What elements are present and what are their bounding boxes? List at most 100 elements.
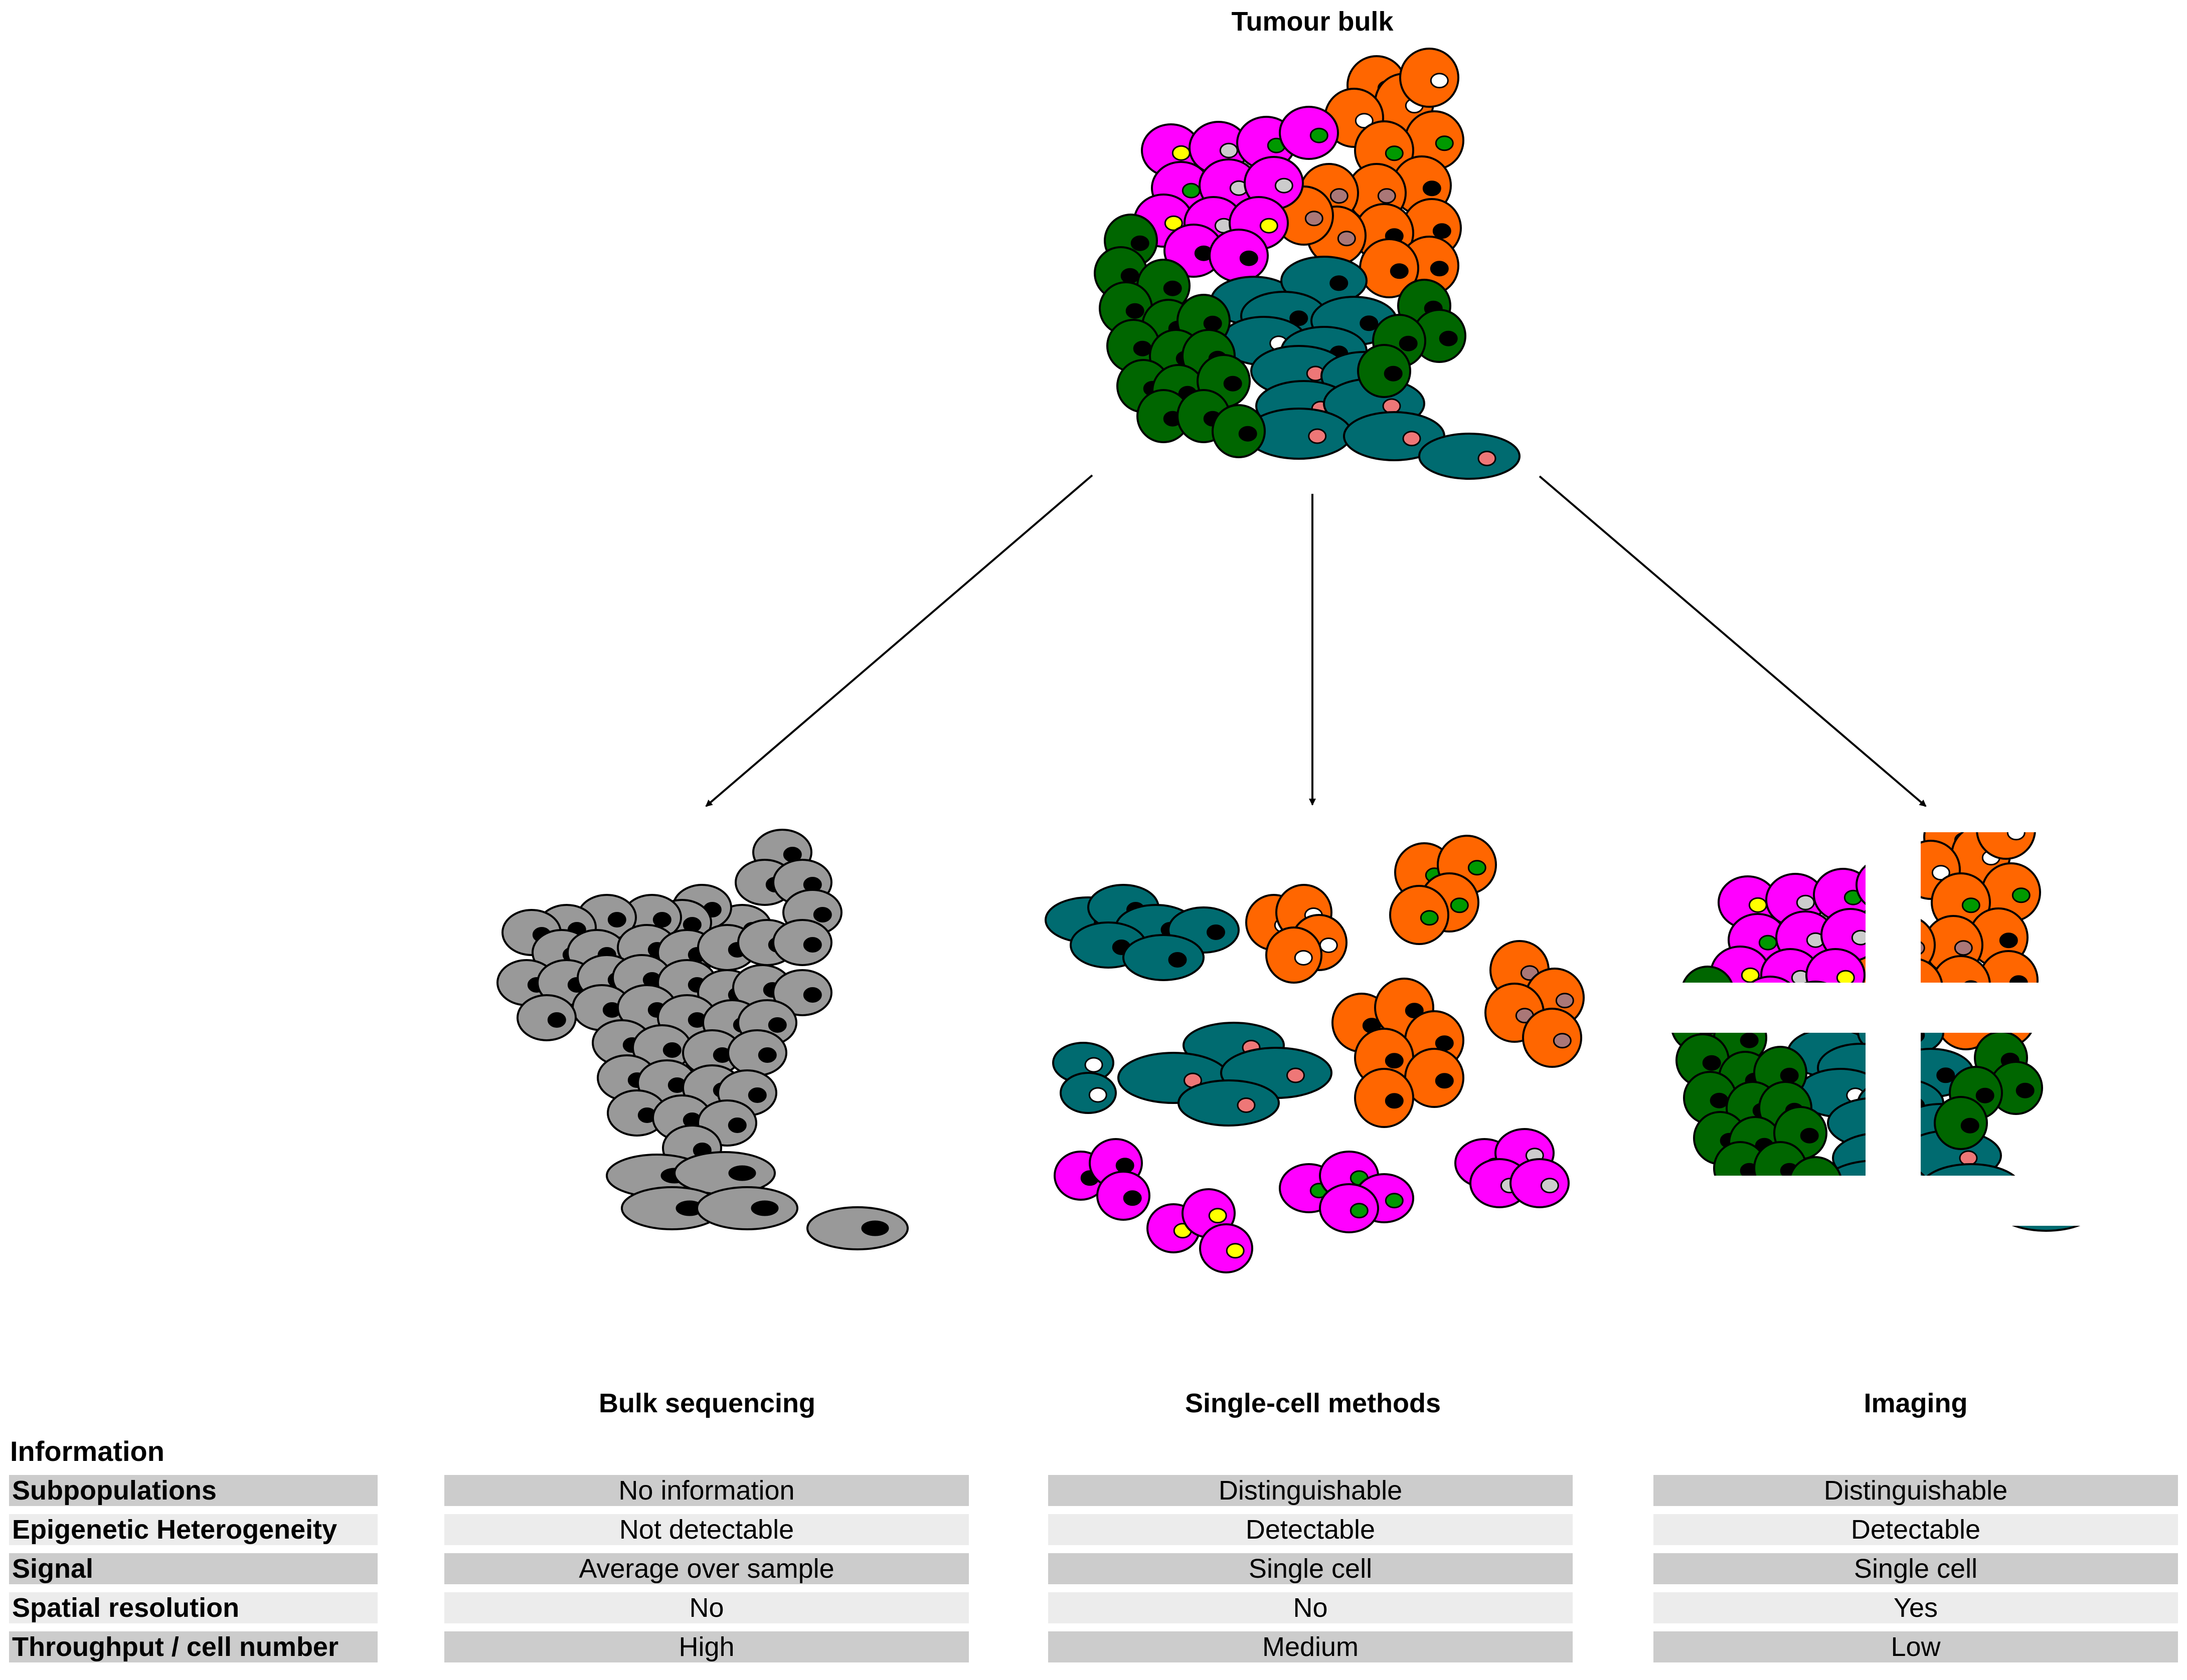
bulk-sequencing-cluster xyxy=(496,829,909,1250)
cell-icon xyxy=(1976,832,2036,860)
cell-icon xyxy=(1357,344,1411,398)
cell-icon xyxy=(1682,966,1733,983)
cell-icon xyxy=(1786,982,1844,1034)
row-label-throughput: Throughput / cell number xyxy=(9,1631,378,1662)
cell-bulk-spatial: No xyxy=(444,1592,969,1623)
cell-icon xyxy=(1786,982,1844,1034)
cell-icon xyxy=(696,1186,798,1230)
arrow-to-bulk xyxy=(705,474,1093,807)
cell-icon xyxy=(772,919,832,966)
imaging-panel xyxy=(1682,864,2096,1231)
cell-icon xyxy=(1412,309,1466,363)
row-label-epigenetic-heterogeneity: Epigenetic Heterogeneity xyxy=(9,1514,378,1545)
cell-icon xyxy=(1741,977,1799,1029)
cell-icon xyxy=(1805,948,1866,983)
cell-imaging-throughput: Low xyxy=(1653,1631,2178,1662)
cell-icon xyxy=(1926,1163,2015,1176)
imaging-panel xyxy=(1671,977,2096,1231)
cell-icon xyxy=(517,994,577,1041)
imaging-title: Imaging xyxy=(1864,1388,1968,1418)
cell-icon xyxy=(1279,106,1339,160)
cell-icon xyxy=(1343,411,1445,461)
cell-icon xyxy=(1404,110,1464,170)
cell-icon xyxy=(1804,981,1827,983)
cell-icon xyxy=(1827,1097,1866,1149)
cell-icon xyxy=(1399,48,1459,108)
cell-icon xyxy=(1136,389,1191,443)
cell-icon xyxy=(1199,1223,1253,1273)
imaging-cluster xyxy=(1671,832,2096,1232)
row-label-subpopulations: Subpopulations xyxy=(9,1475,378,1506)
cell-icon xyxy=(1522,1008,1582,1068)
cell-single-epigenetic: Detectable xyxy=(1048,1514,1573,1545)
cell-icon xyxy=(1404,1048,1464,1108)
cell-icon xyxy=(1921,1171,1925,1176)
cell-icon xyxy=(1244,156,1304,210)
cell-single-spatial: No xyxy=(1048,1592,1573,1623)
cell-icon xyxy=(1826,1160,1866,1176)
imaging-panel xyxy=(1741,832,2096,1231)
cell-icon xyxy=(1096,1171,1150,1221)
imaging-panel xyxy=(1741,977,2096,1231)
cell-icon xyxy=(1741,977,1799,1029)
cell-icon xyxy=(772,969,832,1016)
cell-icon xyxy=(1741,977,1799,1029)
cell-icon xyxy=(621,1186,723,1230)
cell-icon xyxy=(1418,433,1521,480)
cell-icon xyxy=(1212,404,1266,458)
cell-imaging-epigenetic: Detectable xyxy=(1653,1514,2178,1545)
cell-single-subpopulations: Distinguishable xyxy=(1048,1475,1573,1506)
row-label-signal: Signal xyxy=(9,1553,378,1584)
cell-icon xyxy=(1389,885,1449,945)
cell-icon xyxy=(1265,926,1322,984)
cell-icon xyxy=(1209,229,1269,283)
cell-icon xyxy=(1354,1068,1414,1128)
cell-bulk-epigenetic: Not detectable xyxy=(444,1514,969,1545)
imaging-panel xyxy=(1741,977,2081,1232)
cell-icon xyxy=(1978,950,2039,983)
cell-icon xyxy=(1934,1096,1988,1150)
cell-icon xyxy=(1786,982,1844,1034)
cell-icon xyxy=(1177,1079,1280,1127)
cell-bulk-subpopulations: No information xyxy=(444,1475,969,1506)
cell-icon xyxy=(1921,958,1943,983)
tumour-bulk-cluster xyxy=(1094,48,1521,480)
cell-bulk-throughput: High xyxy=(444,1631,969,1662)
cell-imaging-subpopulations: Distinguishable xyxy=(1653,1475,2178,1506)
cell-bulk-signal: Average over sample xyxy=(444,1553,969,1584)
cell-icon xyxy=(1509,1158,1570,1208)
cell-icon xyxy=(1804,1033,1827,1035)
cell-icon xyxy=(1996,1186,2096,1231)
tumour-bulk-title: Tumour bulk xyxy=(1231,7,1394,37)
table-header: Information xyxy=(10,1435,164,1467)
cell-imaging-spatial: Yes xyxy=(1653,1592,2178,1623)
cell-icon xyxy=(1786,982,1844,1034)
cell-icon xyxy=(1856,864,1866,905)
cell-icon xyxy=(1741,977,1799,1029)
cell-icon xyxy=(2011,1226,2081,1232)
cell-icon xyxy=(1996,1186,2096,1231)
row-label-spatial-resolution: Spatial resolution xyxy=(9,1592,378,1623)
cell-imaging-signal: Single cell xyxy=(1653,1553,2178,1584)
bulk-sequencing-title: Bulk sequencing xyxy=(598,1388,816,1418)
single-cell-clusters xyxy=(1045,835,1585,1273)
cell-icon xyxy=(727,1029,787,1076)
cell-icon xyxy=(806,1206,909,1250)
cell-icon xyxy=(1750,976,1791,983)
cell-icon xyxy=(1996,1186,2096,1231)
single-cell-methods-title: Single-cell methods xyxy=(1185,1388,1441,1418)
cell-icon xyxy=(1789,1156,1841,1176)
cell-icon xyxy=(1760,948,1820,983)
cell-single-signal: Single cell xyxy=(1048,1553,1573,1584)
cell-icon xyxy=(1122,934,1205,981)
cell-icon xyxy=(1931,955,1991,983)
cell-icon xyxy=(1996,1186,2096,1231)
cell-icon xyxy=(1996,1186,2096,1231)
cell-icon xyxy=(1921,919,1936,971)
cell-icon xyxy=(1741,977,1799,1029)
cell-icon xyxy=(1060,1072,1117,1114)
arrow-to-imaging xyxy=(1539,475,1927,807)
cell-icon xyxy=(1319,1183,1379,1233)
cell-single-throughput: Medium xyxy=(1048,1631,1573,1662)
